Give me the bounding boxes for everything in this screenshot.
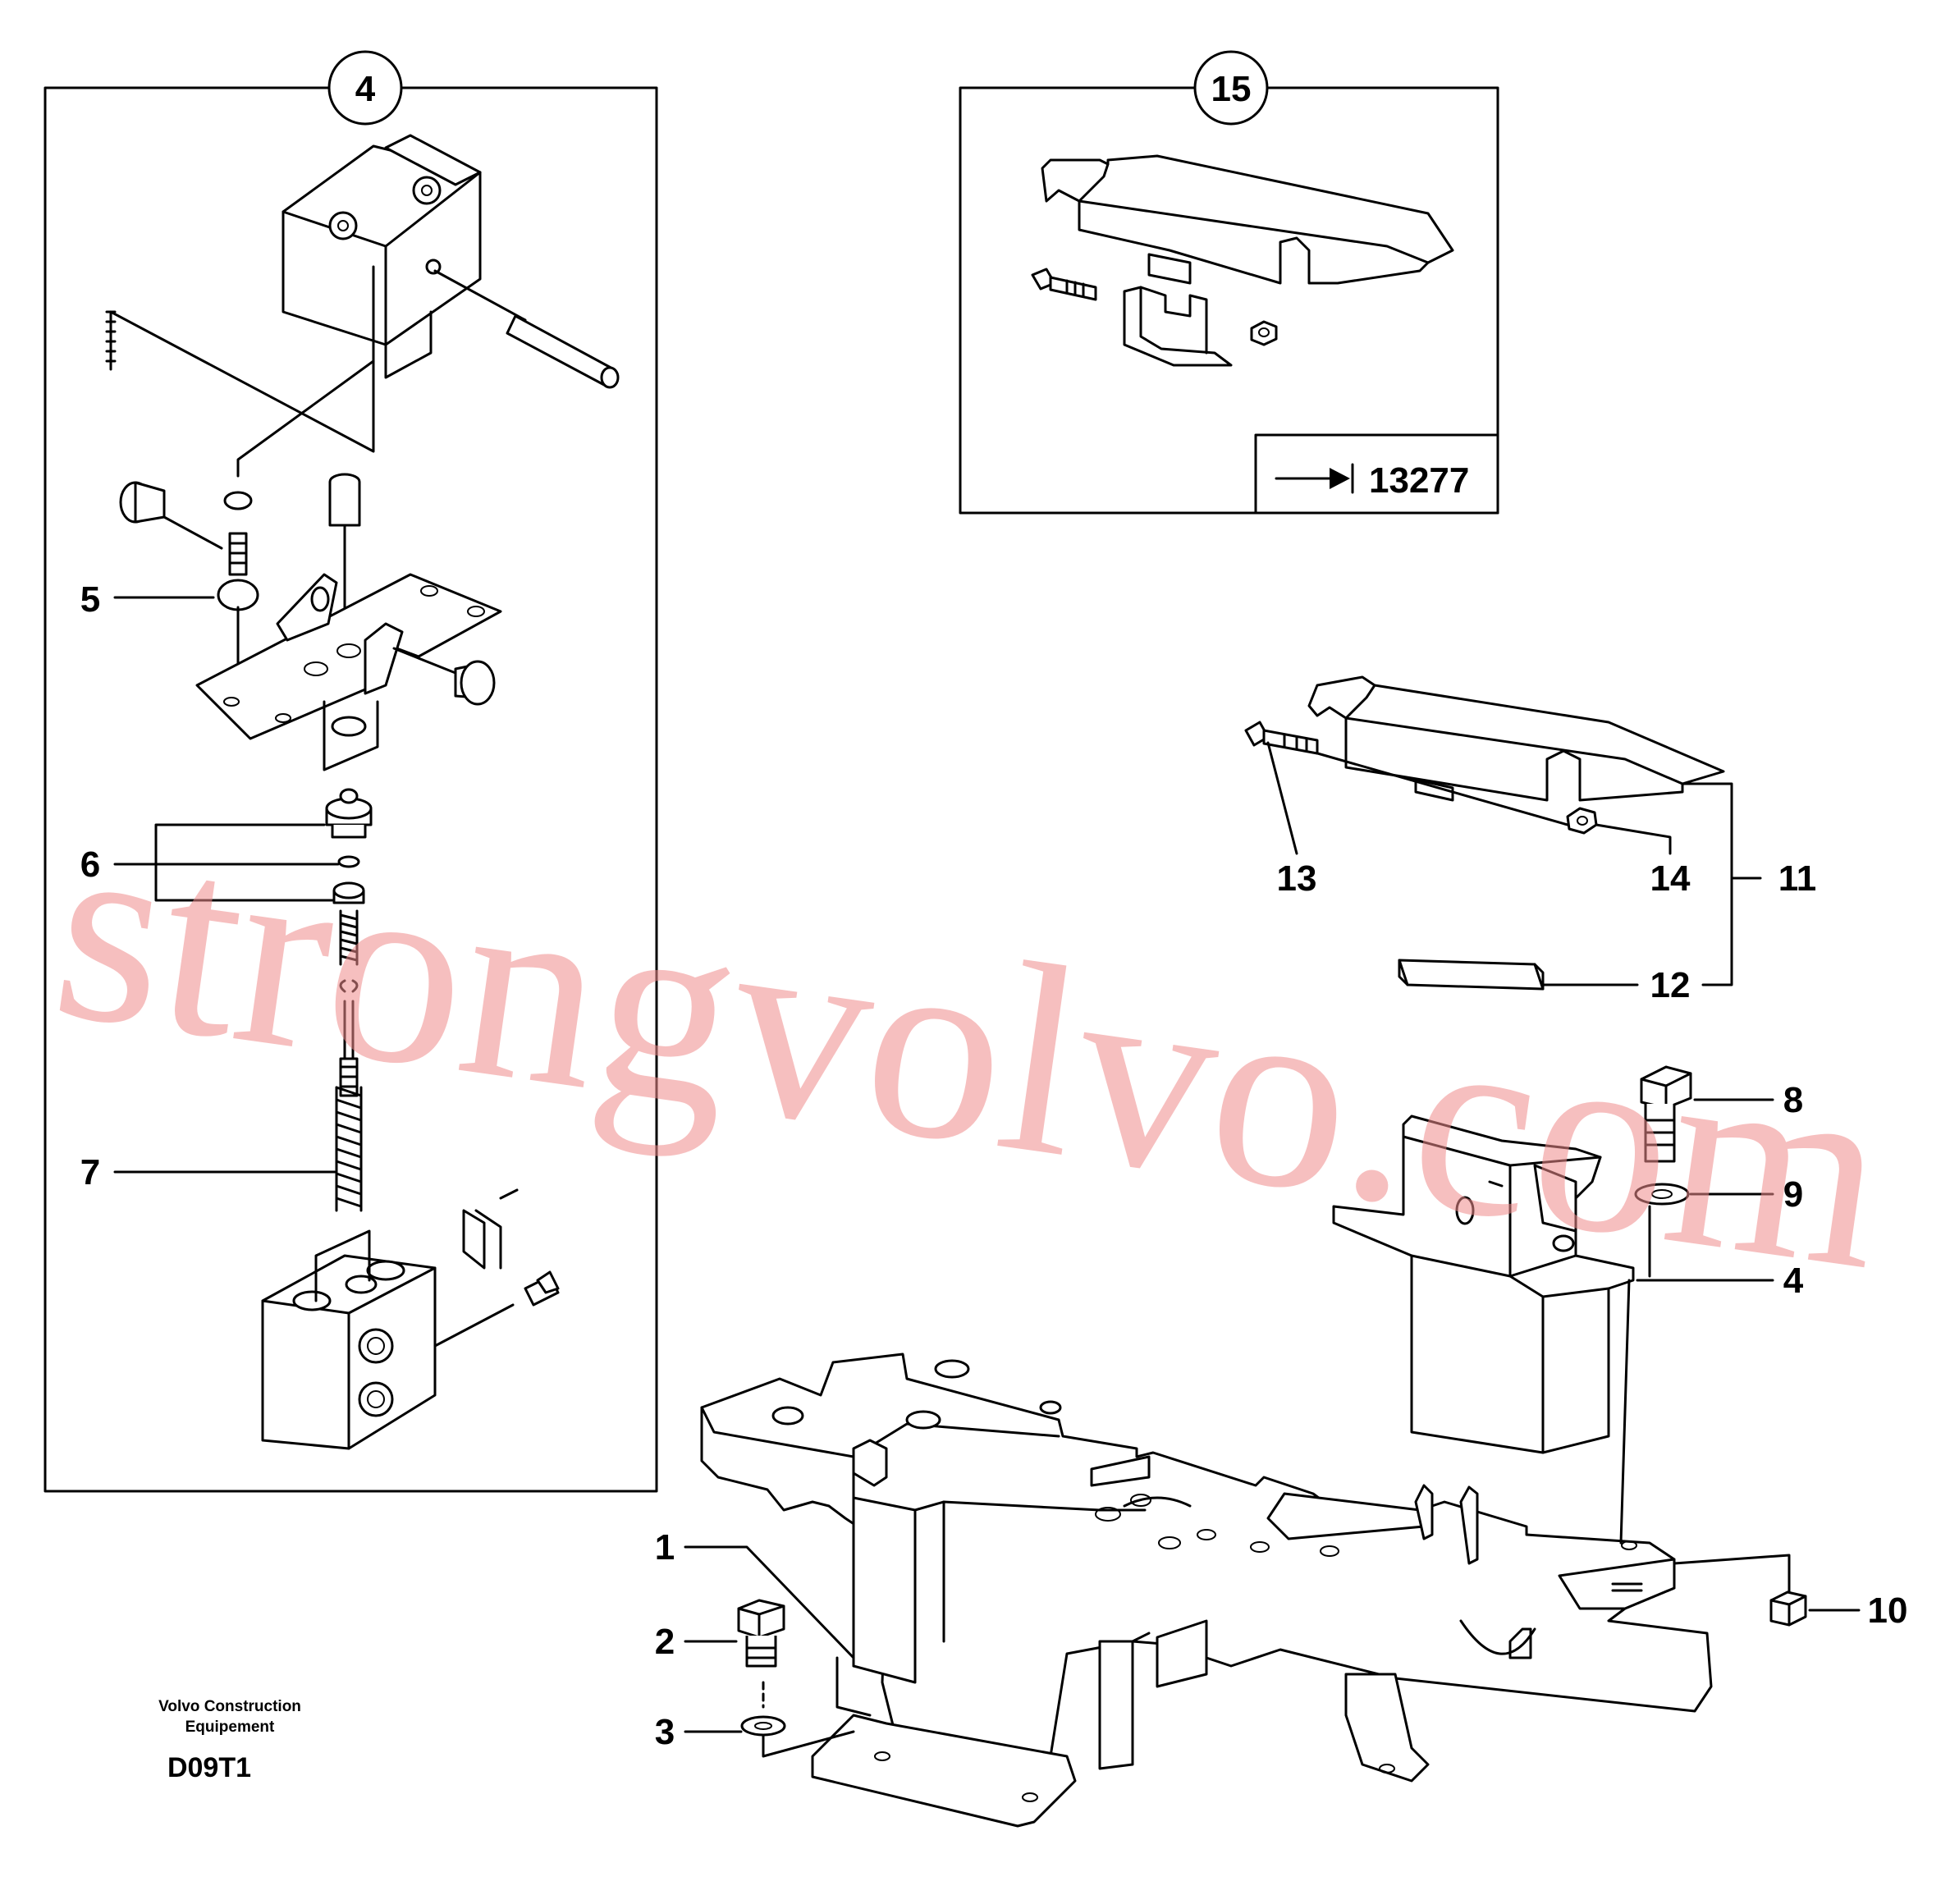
washer-3 [740, 1715, 786, 1737]
dome-screw [217, 532, 259, 671]
bolt-8 [1640, 1065, 1692, 1163]
cover-detail [1041, 154, 1454, 285]
watermark: strongvolvo.com [39, 774, 1902, 1326]
drawing-code: D09T1 [167, 1752, 251, 1783]
callout-circle-15 [1193, 50, 1269, 126]
callout-1: 1 [655, 1527, 675, 1568]
callout-10: 10 [1868, 1590, 1908, 1631]
callout-9: 9 [1783, 1174, 1803, 1215]
bush-left [119, 481, 223, 550]
bracket-detail [1123, 286, 1233, 367]
callout-8: 8 [1783, 1080, 1803, 1120]
lever-plate [195, 573, 502, 740]
callout-2: 2 [655, 1622, 675, 1662]
main-spring [335, 1086, 363, 1212]
company-line-2: Equipement [185, 1719, 275, 1736]
countersunk-screw [524, 1270, 560, 1307]
plunger-cap [325, 788, 373, 839]
cover-bolt [1244, 721, 1319, 755]
company-line-1: Volvo Construction [158, 1698, 301, 1715]
detail-box-15: 15 13277 [959, 50, 1499, 515]
rubber-pad [1398, 959, 1545, 991]
small-washer [223, 491, 253, 510]
bolt-2 [737, 1599, 785, 1668]
callout-13: 13 [1277, 858, 1317, 899]
callout-3: 3 [655, 1712, 675, 1752]
callout-4: 4 [1783, 1261, 1804, 1301]
callout-circle-4 [327, 50, 403, 126]
reference-arrow-icon [1275, 463, 1354, 494]
grub-screw [105, 265, 375, 453]
valve-block [261, 1229, 515, 1450]
cover-hinge [1147, 253, 1192, 285]
bush-right [392, 647, 496, 706]
callout-5: 5 [80, 579, 100, 620]
nut-10 [1769, 1590, 1807, 1627]
circlip [337, 855, 360, 868]
cover-assembly [1307, 675, 1725, 826]
top-housing [282, 134, 482, 379]
frame-control-valve [1332, 1114, 1635, 1454]
pin [433, 269, 620, 389]
bolt-detail [1031, 268, 1097, 301]
box4-label: 4 [355, 69, 376, 109]
nut-detail [1250, 320, 1278, 346]
callout-12: 12 [1650, 965, 1691, 1005]
callout-11: 11 [1778, 858, 1817, 899]
main-frame [700, 1352, 1713, 1828]
cover-nut [1566, 807, 1598, 835]
washer-9 [1634, 1183, 1690, 1206]
seal-ring [332, 881, 365, 904]
callout-7: 7 [80, 1152, 100, 1192]
callout-6: 6 [80, 844, 100, 885]
lower-washer [323, 700, 379, 771]
small-plug [462, 1188, 519, 1270]
box15-label: 15 [1211, 69, 1252, 109]
callout-14: 14 [1650, 858, 1691, 899]
return-spring-upper [339, 909, 359, 1097]
reference-number: 13277 [1369, 460, 1469, 501]
detail-box-4: 4 [43, 50, 658, 1493]
